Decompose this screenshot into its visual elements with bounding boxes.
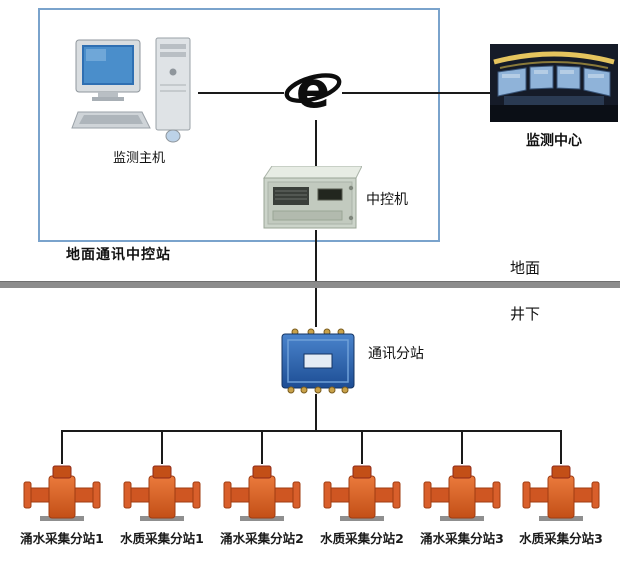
- device-unit-5: [422, 464, 502, 528]
- drop-line-2: [161, 432, 163, 464]
- surface-label: 地面: [510, 259, 541, 277]
- flow-sensor-icon: [423, 465, 501, 521]
- link-control-to-substation: [315, 230, 317, 327]
- control-machine-illustration: [262, 165, 363, 232]
- drop-line-3: [261, 432, 263, 464]
- svg-text:e: e: [296, 62, 330, 119]
- device-label-3: 涌水采集分站2: [220, 531, 304, 546]
- link-network-to-center: [340, 92, 490, 94]
- ground-station-label: 地面通讯中控站: [66, 247, 171, 263]
- device-label-5: 涌水采集分站3: [420, 531, 504, 546]
- drop-line-5: [461, 432, 463, 464]
- link-host-to-network: [198, 92, 286, 94]
- monitoring-center-label: 监测中心: [526, 133, 582, 149]
- control-machine-label: 中控机: [366, 192, 408, 208]
- drop-line-6: [560, 432, 562, 464]
- device-unit-1: [22, 464, 102, 528]
- device-unit-3: [222, 464, 302, 528]
- flow-sensor-icon: [223, 465, 301, 521]
- link-network-to-control: [315, 119, 317, 167]
- flow-sensor-icon: [123, 465, 201, 521]
- ground-station-boundary: [38, 8, 440, 242]
- bus-line: [61, 430, 562, 432]
- junction-box-icon: [281, 328, 355, 394]
- link-substation-to-bus: [315, 394, 317, 432]
- surface-divider: [0, 281, 620, 288]
- rack-server-icon: [263, 165, 363, 229]
- underground-label: 井下: [510, 305, 541, 323]
- device-unit-2: [122, 464, 202, 528]
- device-label-1: 涌水采集分站1: [20, 531, 104, 546]
- drop-line-4: [361, 432, 363, 464]
- device-label-2: 水质采集分站1: [120, 531, 204, 546]
- flow-sensor-icon: [522, 465, 600, 521]
- computer-icon: [71, 37, 191, 143]
- control-room-image: [490, 44, 618, 122]
- device-label-4: 水质采集分站2: [320, 531, 404, 546]
- drop-line-1: [61, 432, 63, 464]
- network-logo: e: [284, 60, 342, 120]
- substation-illustration: [279, 326, 357, 396]
- monitoring-center-illustration: [490, 44, 618, 122]
- flow-sensor-icon: [23, 465, 101, 521]
- substation-label: 通讯分站: [368, 346, 424, 362]
- monitoring-host-illustration: [68, 34, 198, 146]
- device-unit-6: [521, 464, 601, 528]
- internet-icon: e: [284, 60, 342, 119]
- flow-sensor-icon: [323, 465, 401, 521]
- monitoring-host-label: 监测主机: [112, 151, 165, 166]
- device-label-6: 水质采集分站3: [519, 531, 603, 546]
- device-unit-4: [322, 464, 402, 528]
